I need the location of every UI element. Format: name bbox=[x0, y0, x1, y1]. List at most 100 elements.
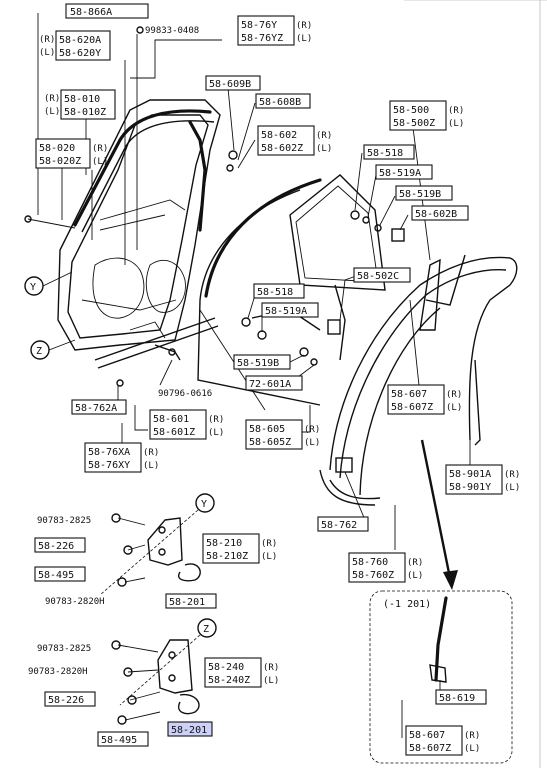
svg-text:58-500: 58-500 bbox=[393, 105, 429, 116]
svg-text:58-866A: 58-866A bbox=[70, 7, 112, 18]
svg-text:58-76XA: 58-76XA bbox=[88, 447, 130, 458]
label-58-201-upper: 58-201 bbox=[165, 593, 217, 609]
svg-text:(R): (R) bbox=[143, 448, 159, 458]
label-58-76XA: 58-76XA 58-76XY (R) (L) bbox=[84, 442, 159, 473]
svg-text:58-020Z: 58-020Z bbox=[39, 156, 81, 167]
svg-text:(R): (R) bbox=[44, 94, 60, 104]
svg-text:58-602B: 58-602B bbox=[415, 209, 457, 220]
inset-title: (-1 201) bbox=[383, 599, 431, 610]
label-58-518-lower: 58-518 bbox=[253, 283, 305, 299]
svg-text:(R): (R) bbox=[208, 415, 224, 425]
label-58-519B-upper: 58-519B bbox=[395, 185, 453, 201]
label-72-601A: 72-601A bbox=[245, 375, 303, 391]
label-58-620A: (R) (L) 58-620A 58-620Y bbox=[39, 30, 111, 61]
callout-z-lower: Z bbox=[119, 618, 217, 706]
svg-text:(R): (R) bbox=[92, 144, 108, 154]
label-90796-0616: 90796-0616 bbox=[158, 389, 212, 399]
inset-detail: (-1 201) bbox=[369, 590, 513, 764]
svg-text:58-602Z: 58-602Z bbox=[261, 143, 303, 154]
svg-text:58-601: 58-601 bbox=[153, 414, 189, 425]
label-58-502C: 58-502C bbox=[353, 267, 411, 283]
svg-text:58-760: 58-760 bbox=[352, 557, 388, 568]
label-58-605: 58-605 58-605Z (R) (L) bbox=[245, 419, 320, 450]
svg-text:(L): (L) bbox=[261, 552, 277, 562]
svg-text:(R): (R) bbox=[261, 539, 277, 549]
svg-text:58-518: 58-518 bbox=[367, 148, 403, 159]
svg-text:(L): (L) bbox=[448, 119, 464, 129]
svg-text:58-495: 58-495 bbox=[38, 570, 74, 581]
svg-text:(L): (L) bbox=[504, 483, 520, 493]
svg-text:58-010: 58-010 bbox=[64, 94, 100, 105]
svg-text:58-901A: 58-901A bbox=[449, 469, 491, 480]
label-58-500: 58-500 58-500Z (R) (L) bbox=[389, 100, 464, 131]
label-58-226-lower: 58-226 bbox=[44, 691, 96, 707]
callout-z-upper-label: Z bbox=[36, 346, 42, 357]
svg-text:58-607: 58-607 bbox=[391, 389, 427, 400]
svg-text:58-495: 58-495 bbox=[101, 735, 137, 746]
weatherstrip-drawing bbox=[319, 254, 518, 506]
svg-text:(R): (R) bbox=[263, 663, 279, 673]
svg-text:(R): (R) bbox=[39, 35, 55, 45]
callout-y-upper-label: Y bbox=[30, 282, 36, 293]
svg-text:58-226: 58-226 bbox=[38, 541, 74, 552]
svg-text:(R): (R) bbox=[448, 106, 464, 116]
svg-text:58-519B: 58-519B bbox=[237, 358, 279, 369]
svg-text:58-76Y: 58-76Y bbox=[241, 20, 277, 31]
callout-z-lower-label: Z bbox=[203, 624, 209, 635]
svg-text:58-605Z: 58-605Z bbox=[249, 437, 291, 448]
label-58-602: 58-602 58-602Z (R) (L) bbox=[257, 125, 332, 156]
svg-text:58-518: 58-518 bbox=[257, 287, 293, 298]
svg-text:(R): (R) bbox=[304, 425, 320, 435]
svg-text:58-519B: 58-519B bbox=[399, 189, 441, 200]
svg-text:(R): (R) bbox=[464, 731, 480, 741]
label-58-010: (R) (L) 58-010 58-010Z bbox=[44, 89, 116, 120]
svg-text:58-240: 58-240 bbox=[208, 662, 244, 673]
callout-y-lower: Y bbox=[99, 493, 215, 596]
svg-text:99833-0408: 99833-0408 bbox=[145, 26, 199, 36]
svg-text:(L): (L) bbox=[316, 144, 332, 154]
svg-text:58-519A: 58-519A bbox=[265, 306, 307, 317]
label-58-609B: 58-609B bbox=[205, 75, 261, 91]
svg-text:58-607Z: 58-607Z bbox=[391, 402, 433, 413]
svg-text:72-601A: 72-601A bbox=[249, 379, 291, 390]
svg-text:58-620Y: 58-620Y bbox=[59, 48, 101, 59]
callout-z-upper: Z bbox=[30, 339, 76, 360]
svg-text:90783-2820H: 90783-2820H bbox=[45, 597, 105, 607]
svg-text:58-500Z: 58-500Z bbox=[393, 118, 435, 129]
label-90783-2820H-lower: 90783-2820H bbox=[28, 667, 88, 677]
svg-text:58-762A: 58-762A bbox=[75, 403, 117, 414]
svg-text:58-020: 58-020 bbox=[39, 143, 75, 154]
svg-text:58-519A: 58-519A bbox=[379, 168, 421, 179]
label-58-210: 58-210 58-210Z (R) (L) bbox=[202, 533, 277, 564]
svg-text:58-201: 58-201 bbox=[171, 725, 207, 736]
detail-arrow bbox=[420, 439, 458, 590]
label-99833-0408: 99833-0408 bbox=[136, 26, 199, 36]
svg-text:58-601Z: 58-601Z bbox=[153, 427, 195, 438]
svg-text:58-901Y: 58-901Y bbox=[449, 482, 491, 493]
svg-text:58-210Z: 58-210Z bbox=[206, 551, 248, 562]
svg-text:(R): (R) bbox=[407, 558, 423, 568]
svg-text:(L): (L) bbox=[407, 571, 423, 581]
svg-text:58-605: 58-605 bbox=[249, 424, 285, 435]
svg-text:90783-2825: 90783-2825 bbox=[37, 516, 91, 526]
svg-text:(L): (L) bbox=[208, 428, 224, 438]
label-90783-2825-lower: 90783-2825 bbox=[37, 644, 91, 654]
svg-text:(R): (R) bbox=[316, 131, 332, 141]
callout-y-upper: Y bbox=[24, 271, 73, 296]
svg-text:(L): (L) bbox=[44, 107, 60, 117]
svg-text:58-607: 58-607 bbox=[409, 730, 445, 741]
label-90783-2825-upper: 90783-2825 bbox=[37, 516, 91, 526]
label-58-518-upper: 58-518 bbox=[363, 144, 415, 160]
svg-text:90783-2820H: 90783-2820H bbox=[28, 667, 88, 677]
label-58-607-inset: 58-607 58-607Z (R) (L) bbox=[405, 725, 480, 756]
svg-text:58-762: 58-762 bbox=[321, 520, 357, 531]
svg-text:58-226: 58-226 bbox=[48, 695, 84, 706]
label-58-76Y: 58-76Y 58-76YZ (R) (L) bbox=[237, 15, 312, 46]
svg-text:(L): (L) bbox=[39, 48, 55, 58]
label-58-519A-lower: 58-519A bbox=[261, 302, 319, 318]
label-58-762: 58-762 bbox=[317, 516, 369, 532]
callout-y-lower-label: Y bbox=[201, 499, 207, 510]
label-58-601: 58-601 58-601Z (R) (L) bbox=[149, 409, 224, 440]
svg-text:58-619: 58-619 bbox=[439, 693, 475, 704]
